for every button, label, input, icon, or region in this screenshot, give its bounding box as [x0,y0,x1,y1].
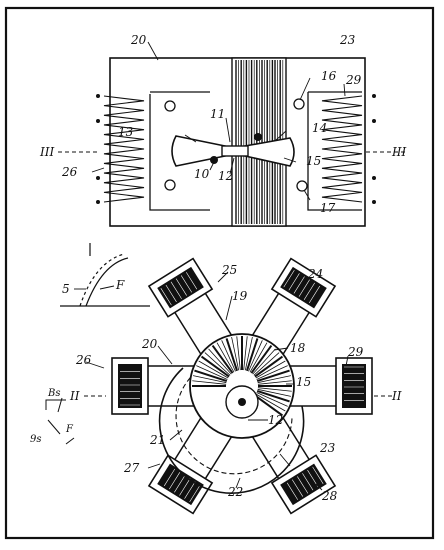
pivot-circle [296,180,308,192]
label-22: 22 [227,485,243,499]
mid-figure: 5 F [60,243,150,307]
left-spring [103,95,145,203]
label-F: F [115,278,125,292]
label-19: 19 [232,289,248,303]
outer-ring [158,367,305,494]
label-14: 14 [312,121,327,135]
armature-hub [221,145,249,157]
pivot-circle [164,100,176,112]
label-20: 20 [130,33,147,47]
coil-arm [111,357,203,415]
right-spring [321,95,363,203]
label-9s: 9s [30,434,42,445]
label-20: 20 [141,337,158,351]
inner-ring-dashed [175,371,293,475]
armature-dot [210,156,218,164]
label-11: 11 [210,107,225,121]
vector-diagram [45,397,75,445]
top-labels: 20 23 16 29 11 13 14 10 12 15 26 17 III … [39,33,406,215]
label-21: 21 [149,433,165,447]
curve-dashed [79,253,125,307]
label-16: 16 [321,69,337,83]
label-25: 25 [221,263,237,277]
label-29: 29 [347,345,364,359]
label-27: 27 [123,461,140,475]
leader-F [99,285,115,290]
section-label-left: III [39,145,54,159]
leader-lines [91,41,346,201]
label-28: 28 [321,489,338,503]
armature-right [244,137,295,167]
label-10: 10 [194,167,210,181]
bottom-labels: 25 24 19 18 26 29 20 15 II II 12 21 23 2… [30,263,402,503]
label-17: 17 [320,201,336,215]
rotor-hatching [192,336,292,417]
armature-dot [254,133,262,141]
label-23: 23 [319,441,336,455]
label-29: 29 [345,73,362,87]
pivot-circle [164,179,176,191]
label-18: 18 [290,341,306,355]
label-12: 12 [218,169,233,183]
label-Fs: F [65,424,74,435]
top-figure: 20 23 16 29 11 13 14 10 12 15 26 17 III … [39,33,408,227]
outer-frame [4,6,435,540]
section-label-right: II [391,389,402,403]
section-label-left: II [69,389,80,403]
label-12: 12 [268,413,283,427]
label-26: 26 [61,165,78,179]
rotor-center [238,398,246,406]
center-coil-strip [231,57,287,227]
label-5: 5 [62,282,70,296]
terminals [96,94,376,204]
label-13: 13 [118,125,134,139]
label-26: 26 [75,353,92,367]
label-24: 24 [307,267,323,281]
pivot-circle [293,98,305,110]
leader-lines [85,271,349,491]
label-15: 15 [296,375,311,389]
right-yoke [307,91,362,211]
bottom-figure: 25 24 19 18 26 29 20 15 II II 12 21 23 2… [30,257,402,515]
left-yoke [149,91,210,211]
coil-arms [111,257,373,515]
label-23: 23 [339,33,356,47]
label-Bs: Bs [47,388,60,399]
curve-solid [85,257,129,307]
label-15: 15 [306,154,321,168]
section-label-right: III [391,145,406,159]
